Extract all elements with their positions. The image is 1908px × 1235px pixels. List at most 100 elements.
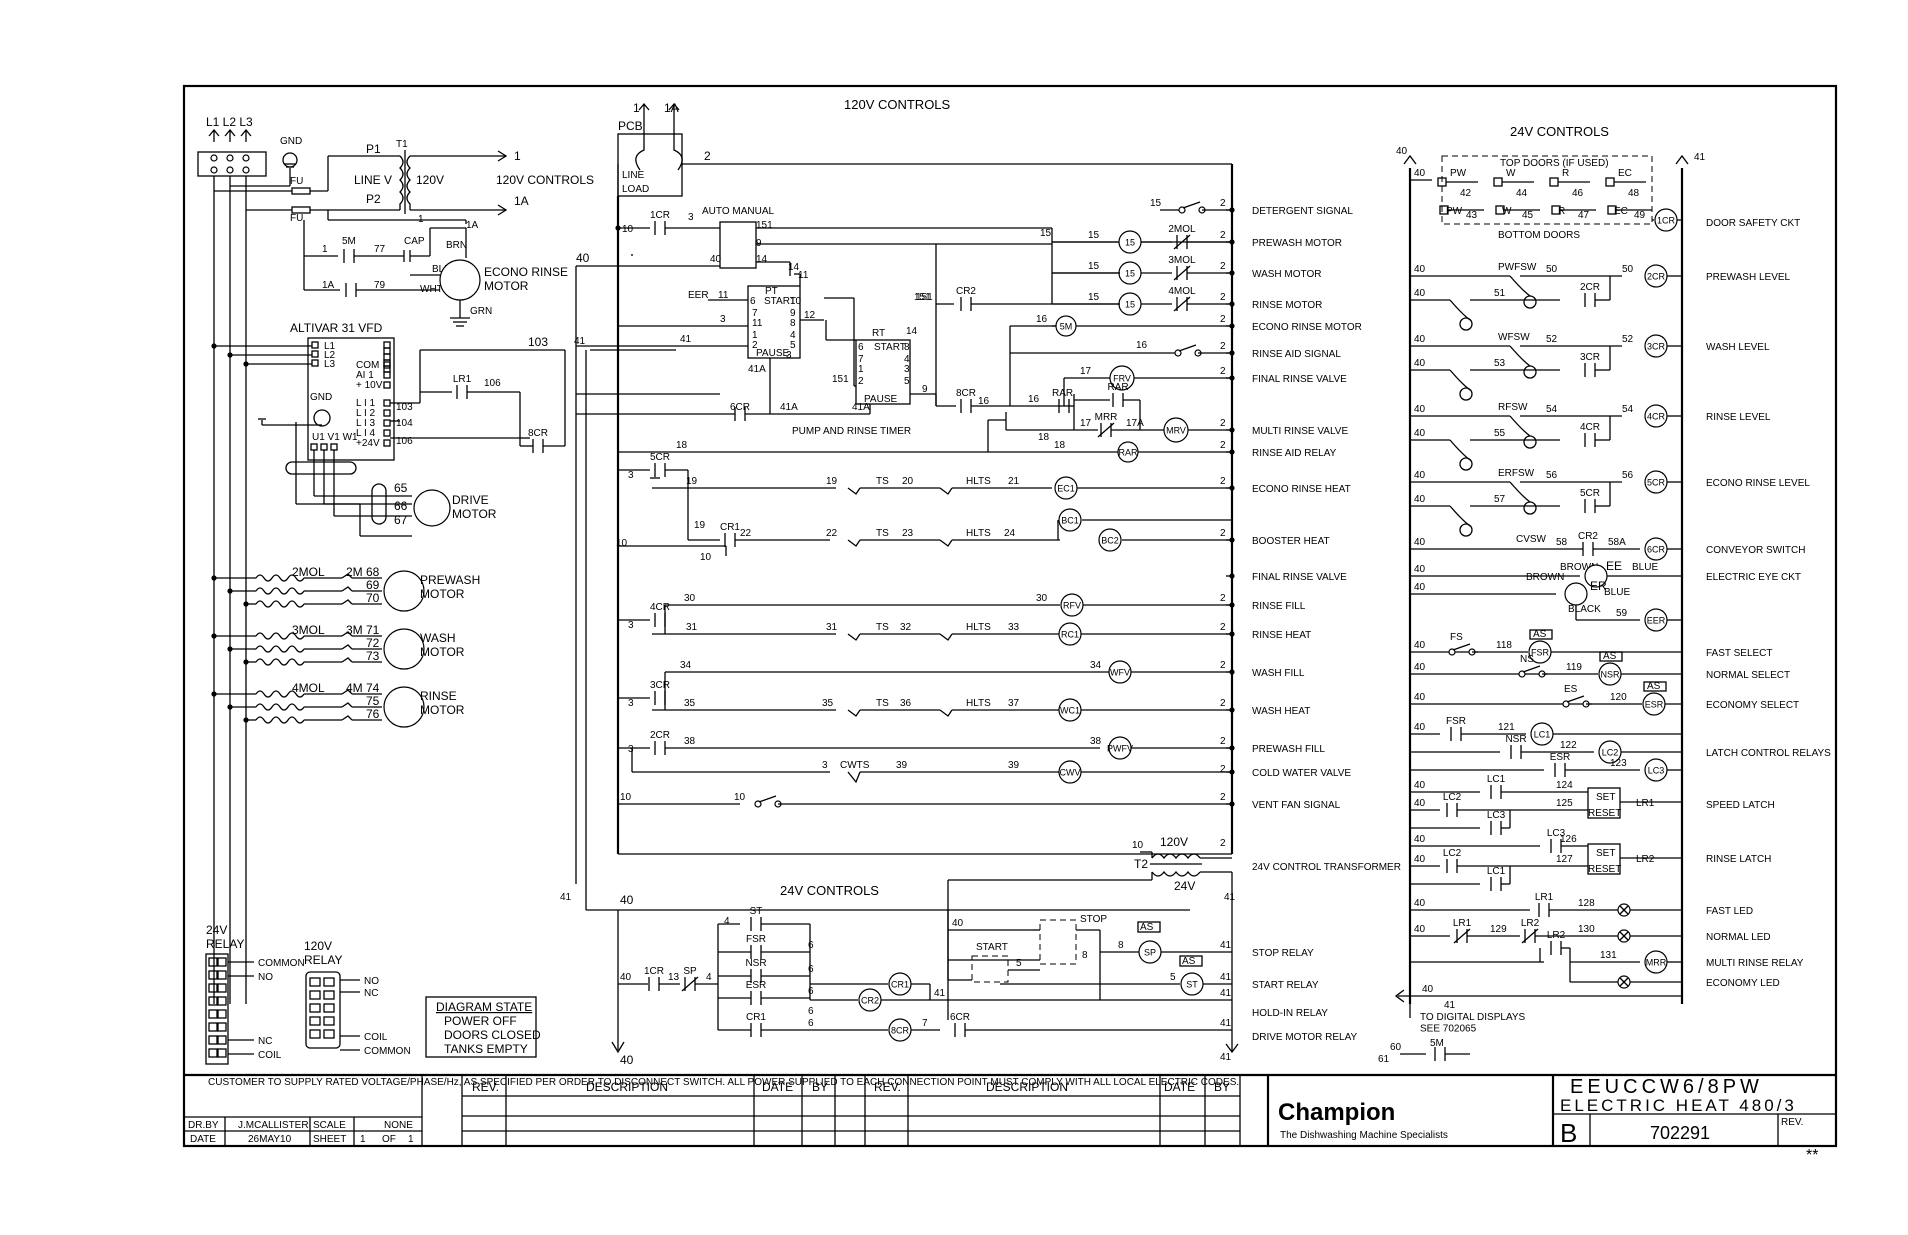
wire-label: 35: [684, 698, 696, 709]
contact-label: 5CR: [650, 452, 670, 463]
wire-label: AS: [1533, 629, 1547, 640]
wire-label: 38: [1090, 736, 1102, 747]
primary-label: P2: [366, 192, 381, 206]
coil-symbol: [1564, 582, 1588, 606]
rung-label: NORMAL SELECT: [1706, 670, 1790, 681]
relay-120v-symbol: [305, 971, 341, 1049]
relay-pin: [208, 1048, 218, 1058]
overload-heater: [255, 703, 305, 711]
switch-blade: [758, 795, 777, 803]
by-header: BY: [1214, 1080, 1230, 1094]
relay-pin: [323, 1003, 335, 1013]
temp-switch: [847, 539, 861, 547]
contact-label: 2MOL: [1168, 224, 1196, 235]
wire-label: 5: [1170, 972, 1176, 983]
pcb-contact: [635, 118, 645, 171]
wire-label: CVSW: [1516, 534, 1547, 545]
wire-label: NS: [1520, 654, 1534, 665]
overload-heater: [255, 574, 305, 582]
coil-symbol: [1098, 528, 1122, 552]
line-arrow: [224, 128, 236, 142]
rung-label: 24V CONTROL TRANSFORMER: [1252, 862, 1401, 873]
wire-label: AS: [1647, 681, 1661, 692]
wire-label: RFSW: [1498, 402, 1528, 413]
relay-pin: [309, 990, 321, 1000]
coil-label: 15: [1125, 238, 1135, 248]
contact-label: LC1: [1487, 866, 1506, 877]
arrow: [638, 102, 650, 118]
wire-label: 70: [366, 591, 380, 605]
wire-label: 2: [1220, 593, 1226, 604]
terminal: [242, 154, 250, 162]
timer-pin: 6: [750, 296, 756, 307]
date-value: 26MAY10: [248, 1134, 292, 1145]
rung-label: ECONOMY LED: [1706, 978, 1780, 989]
contact-label: LC3: [1547, 828, 1566, 839]
rung-label: ECONO RINSE HEAT: [1252, 484, 1351, 495]
relay-pin: [208, 1035, 218, 1045]
junction-dot: [211, 633, 217, 639]
timer-pin: 7: [752, 308, 758, 319]
auto-manual-switch: [719, 221, 757, 269]
wire-label: 106: [396, 436, 413, 447]
wire-label: RESET: [1588, 864, 1621, 875]
wire-label: 40: [1422, 984, 1434, 995]
rung-label: ELECTRIC EYE CKT: [1706, 572, 1801, 583]
wire-label: TOP DOORS (IF USED): [1500, 158, 1609, 169]
drive-motor: [413, 489, 451, 527]
primary-wire: [328, 155, 400, 211]
contact-label: MRR: [1095, 412, 1118, 423]
wire-label: L2: [324, 350, 336, 361]
wire-label: 6: [808, 986, 814, 997]
wire-label: NO: [364, 976, 379, 987]
terminal: [242, 166, 250, 174]
date-label: DATE: [190, 1134, 216, 1145]
transformer-label: T1: [396, 139, 408, 150]
wire-label: 3: [628, 698, 634, 709]
transformer-coil: [1151, 870, 1201, 877]
coil-label: BC1: [1061, 516, 1079, 526]
wire: [1619, 931, 1629, 941]
rung-label: WASH FILL: [1252, 668, 1305, 679]
wire-label: EC: [1614, 206, 1628, 217]
wire-label: 40: [1414, 854, 1426, 865]
relay-pin: [309, 1029, 321, 1039]
coil-label: CWV: [1060, 768, 1081, 778]
wire-label: ER: [1590, 579, 1607, 593]
secondary-label: 120V: [416, 173, 444, 187]
wire-label: 34: [1090, 660, 1102, 671]
temp-switch: [939, 487, 953, 495]
wire-label: 1: [633, 101, 640, 115]
arrow: [1675, 154, 1689, 165]
arrow: [1225, 1043, 1239, 1054]
wire-label: AI 1: [356, 370, 374, 381]
rung-label: FAST LED: [1706, 906, 1753, 917]
overload-heater: [255, 600, 305, 608]
relay-pin: [217, 957, 227, 967]
junction-dot: [211, 691, 217, 697]
as-box: [1599, 651, 1623, 662]
relay-pin: [208, 1009, 218, 1019]
wire-label: 40: [710, 254, 722, 265]
rev-stars: **: [1806, 1147, 1818, 1164]
wire-label: 10: [734, 792, 746, 803]
junction-dot: [227, 588, 233, 594]
wire-label: 3MOL: [292, 623, 325, 637]
wire-label: 17A: [1126, 418, 1144, 429]
start-button: [971, 955, 1009, 983]
wire-label: 10: [620, 792, 632, 803]
rung-label: START RELAY: [1252, 980, 1319, 991]
overload-heater: [255, 587, 305, 595]
wire-label: 2: [1220, 660, 1226, 671]
wire-label: 40: [952, 918, 964, 929]
wire-label: TS: [876, 622, 889, 633]
rung-label: WASH MOTOR: [1252, 269, 1321, 280]
rung-label: ECONOMY SELECT: [1706, 700, 1799, 711]
wire-label: 127: [1556, 854, 1573, 865]
wire-label: LOAD: [622, 184, 649, 195]
wire-label: +24V: [356, 438, 380, 449]
switch-blade: [1566, 695, 1585, 703]
line-v-label: LINE V: [354, 173, 392, 187]
temp-switch: [939, 633, 953, 641]
rung-label: NORMAL LED: [1706, 932, 1771, 943]
